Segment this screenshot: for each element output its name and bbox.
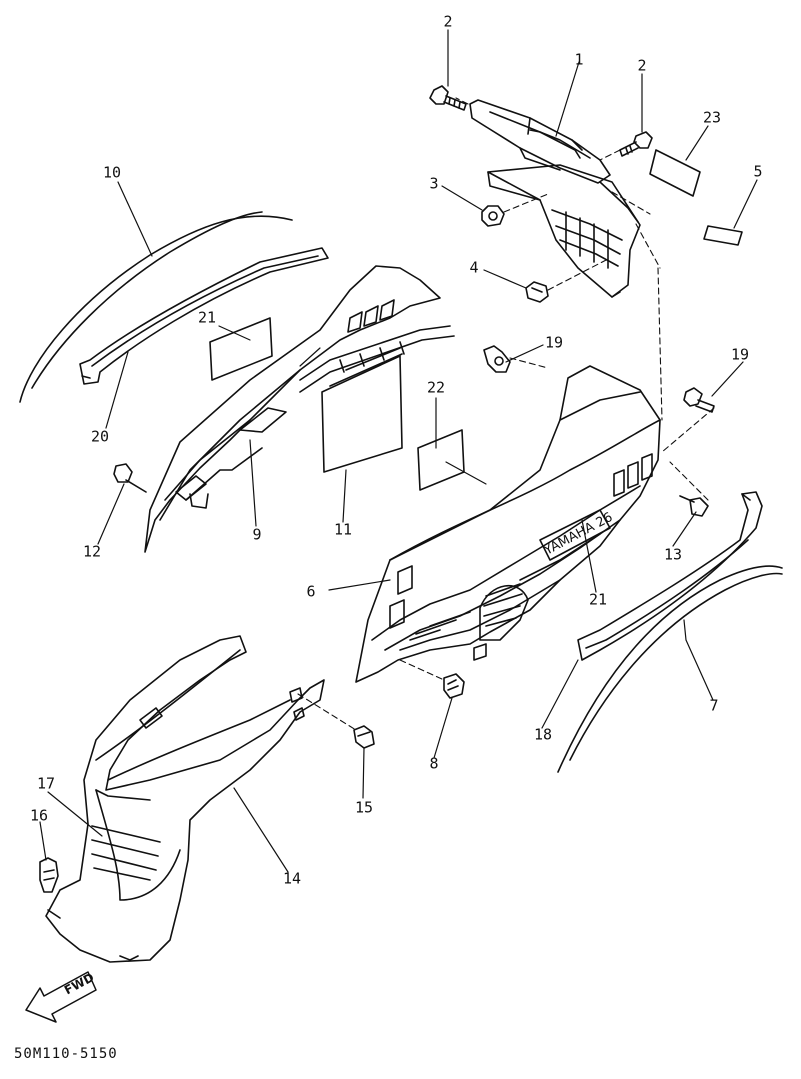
bolt-2-right [619,131,653,157]
fwd-arrow-icon [25,971,97,1023]
part-7-cover [557,565,783,773]
callout-19-left: 19 [544,333,564,352]
part-22-decal [417,429,465,491]
bolt-15 [353,725,375,749]
bolt-2-left [429,85,467,111]
part-10-cover [19,211,293,403]
bolt-13 [679,495,709,517]
callout-20: 20 [90,427,110,446]
callout-12: 12 [82,542,102,561]
part-21-decal-left [209,317,273,381]
callout-6: 6 [306,582,316,601]
assembly-lines [297,97,715,731]
part-11-foam-pad [321,347,403,473]
bolt-16 [39,857,59,893]
part-9-side-panel [144,265,455,553]
callout-22: 22 [426,378,446,397]
callout-19-right: 19 [730,345,750,364]
callout-23: 23 [702,108,722,127]
rear-vent-panel [487,164,641,298]
callout-7: 7 [709,696,719,715]
callout-3: 3 [429,174,439,193]
callout-14: 14 [282,869,302,888]
callout-11: 11 [333,520,353,539]
callout-1: 1 [574,50,584,69]
callout-2-right: 2 [637,56,647,75]
callout-5: 5 [753,162,763,181]
part-5-label [703,225,743,246]
callout-2-left: 2 [443,12,453,31]
callout-15: 15 [354,798,374,817]
part-20-trim [79,247,329,385]
part-14-front-cover [45,635,325,963]
callout-16: 16 [29,806,49,825]
callout-4: 4 [469,258,479,277]
part-18-trim [577,491,763,661]
bolt-19-right [683,387,715,413]
part-23-label [649,149,701,197]
callout-9: 9 [252,525,262,544]
drawing-part-code: 50M110-5150 [14,1046,118,1062]
bolt-19-left [483,345,511,373]
callout-13: 13 [663,545,683,564]
bolt-12 [113,463,147,493]
callout-21-left: 21 [197,308,217,327]
callout-8: 8 [429,754,439,773]
callout-17: 17 [36,774,56,793]
leader-lines [39,29,758,873]
bolt-8 [443,673,465,699]
callout-18: 18 [533,725,553,744]
callout-21-right: 21 [588,590,608,609]
callout-10: 10 [102,163,122,182]
nut-3 [481,205,505,227]
clip-4 [525,281,549,303]
part-1-bracket [469,99,611,184]
